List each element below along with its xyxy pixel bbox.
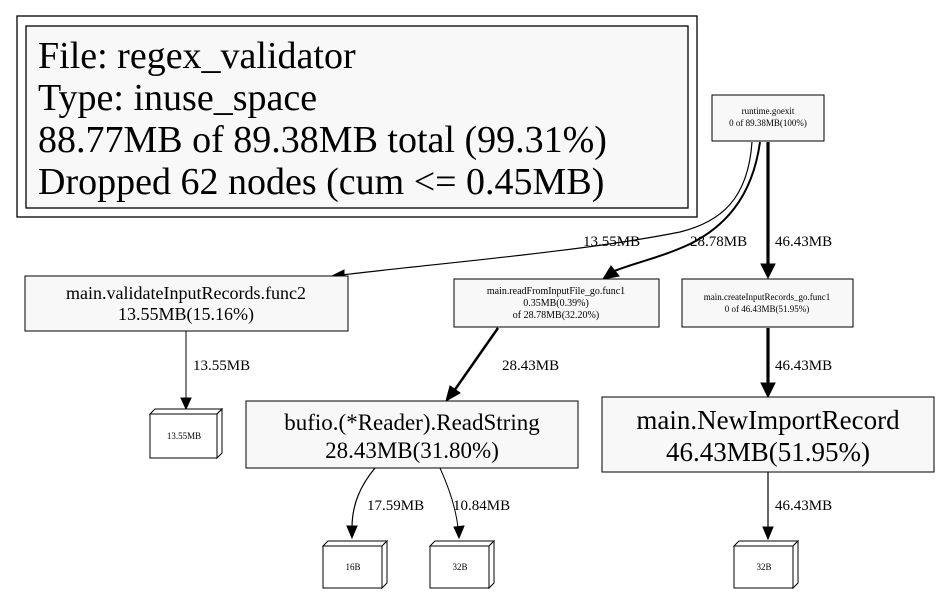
edge-newimport-leaf[interactable]: 46.43MB	[762, 472, 832, 541]
leaf-label: 16B	[345, 562, 360, 572]
leaf-label: 13.55MB	[167, 431, 201, 441]
edge-validate-leaf[interactable]: 13.55MB	[180, 331, 250, 411]
node-flat: 0.35MB(0.39%)	[523, 298, 589, 309]
edge-readstring-leaf1[interactable]: 17.59MB	[346, 467, 424, 540]
node-new-import-record[interactable]: main.NewImportRecord 46.43MB(51.95%)	[601, 396, 935, 473]
legend-dropped: Dropped 62 nodes (cum <= 0.45MB)	[38, 161, 604, 203]
node-name: main.createInputRecords_go.func1	[704, 292, 830, 302]
node-name: main.validateInputRecords.func2	[66, 283, 306, 303]
node-value: 46.43MB(51.95%)	[666, 437, 870, 467]
legend-box: File: regex_validator Type: inuse_space …	[16, 15, 698, 218]
edge-label: 10.84MB	[453, 498, 510, 514]
node-reader-read-string[interactable]: bufio.(*Reader).ReadString 28.43MB(31.80…	[245, 400, 579, 469]
leaf-label: 32B	[756, 562, 771, 572]
node-name: bufio.(*Reader).ReadString	[284, 410, 540, 435]
leaf-validate[interactable]: 13.55MB	[148, 407, 224, 460]
edge-goexit-createinput[interactable]: 46.43MB	[760, 142, 832, 280]
leaf-label: 32B	[452, 562, 467, 572]
node-name: main.NewImportRecord	[636, 405, 900, 435]
edge-label: 17.59MB	[367, 498, 424, 514]
edge-createinput-newimport[interactable]: 46.43MB	[760, 328, 832, 399]
edge-label: 13.55MB	[193, 358, 250, 374]
node-name: main.readFromInputFile_go.func1	[487, 286, 625, 297]
node-value: 0 of 46.43MB(51.95%)	[725, 304, 810, 314]
edge-label: 28.43MB	[502, 358, 559, 374]
edge-label: 13.55MB	[583, 234, 640, 250]
legend-file: File: regex_validator	[38, 35, 356, 77]
leaf-read-string-16b[interactable]: 16B	[321, 539, 389, 590]
node-runtime-goexit[interactable]: runtime.goexit 0 of 89.38MB(100%)	[711, 94, 825, 142]
legend-total: 88.77MB of 89.38MB total (99.31%)	[38, 119, 607, 161]
edge-label: 28.78MB	[690, 234, 747, 250]
edge-label: 46.43MB	[775, 498, 832, 514]
node-value: 13.55MB(15.16%)	[118, 304, 254, 325]
legend-type: Type: inuse_space	[38, 77, 317, 119]
node-value: 28.43MB(31.80%)	[325, 438, 499, 463]
leaf-new-import-32b[interactable]: 32B	[732, 539, 800, 590]
edge-label: 46.43MB	[775, 358, 832, 374]
node-name: runtime.goexit	[742, 106, 795, 116]
node-create-input-records[interactable]: main.createInputRecords_go.func1 0 of 46…	[681, 278, 854, 328]
node-cum: of 28.78MB(32.20%)	[513, 310, 599, 321]
edge-readstring-leaf2[interactable]: 10.84MB	[439, 467, 510, 540]
node-validate-input-records[interactable]: main.validateInputRecords.func2 13.55MB(…	[24, 275, 349, 332]
edge-readfrom-readstring[interactable]: 28.43MB	[445, 327, 559, 403]
edge-goexit-readfrom[interactable]: 28.78MB	[601, 141, 761, 280]
edge-label: 46.43MB	[775, 234, 832, 250]
node-value: 0 of 89.38MB(100%)	[729, 118, 807, 128]
node-read-from-input-file[interactable]: main.readFromInputFile_go.func1 0.35MB(0…	[453, 278, 660, 328]
leaf-read-string-32b[interactable]: 32B	[428, 539, 496, 590]
